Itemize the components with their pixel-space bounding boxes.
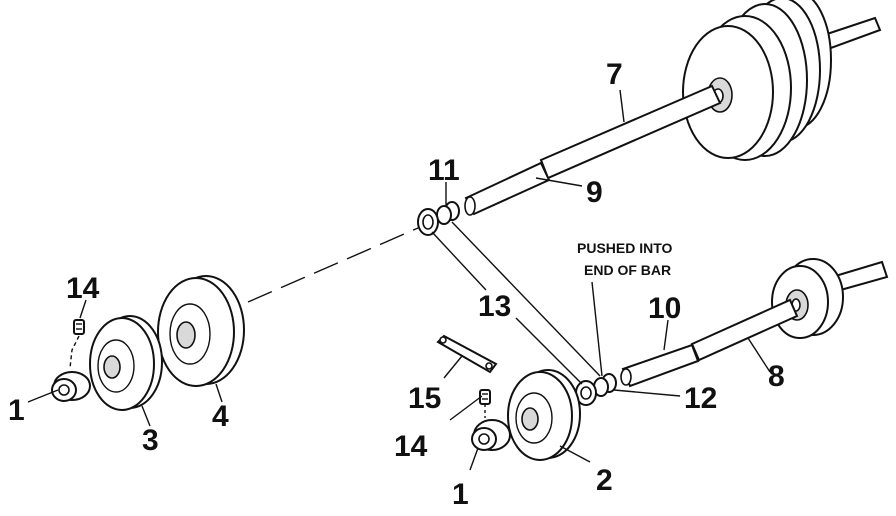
- callout-12: 12: [684, 382, 717, 415]
- callout-1-left: 1: [8, 394, 25, 427]
- leader-13-lower: [515, 317, 583, 385]
- wheel-3-rim: [97, 339, 135, 393]
- callout-14-left: 14: [66, 272, 100, 305]
- upper-fittings: [417, 201, 460, 236]
- washer-13-upper-bore: [422, 214, 434, 230]
- leader-1-left: [27, 389, 59, 403]
- upper-tube-bore: [464, 196, 476, 216]
- wheel-2-hub: [521, 407, 539, 431]
- callout-7: 7: [606, 58, 623, 91]
- leader-15: [443, 355, 463, 379]
- end-cap-1-right-bore: [478, 433, 490, 445]
- right-wheel-set: [436, 334, 581, 461]
- wheel-4: [157, 277, 235, 387]
- callout-11: 11: [428, 154, 460, 187]
- left-wheel-set: [51, 227, 419, 411]
- leader-note-2: [591, 281, 603, 377]
- wheel-3-hub: [103, 355, 121, 379]
- pin-15-eye: [485, 362, 493, 370]
- leader-12: [613, 389, 681, 397]
- screw-dash: [69, 335, 80, 369]
- leader-8: [747, 337, 771, 373]
- wheel-4-hub: [176, 321, 196, 349]
- callout-2: 2: [596, 464, 613, 497]
- leader-1-right: [469, 447, 479, 471]
- upper-bar-assembly: [464, 0, 882, 216]
- wheel-4-rim: [169, 303, 211, 365]
- callout-13: 13: [478, 290, 511, 323]
- callout-8: 8: [768, 360, 785, 393]
- callout-15: 15: [408, 382, 441, 415]
- note-line-1: PUSHED INTO: [577, 240, 673, 256]
- lower-fittings: [575, 373, 617, 406]
- leader-3: [141, 405, 151, 427]
- assembly-line: [247, 227, 419, 303]
- upper-inner-tube-9: [464, 161, 551, 216]
- wheel-3: [89, 317, 155, 411]
- leader-13-upper: [431, 231, 487, 291]
- wheel-2-rim: [515, 392, 553, 444]
- callout-1-right: 1: [452, 478, 469, 511]
- callout-labels: 7 9 11 13 10 8 12 15 14 1 2 14 1 3 4: [8, 58, 785, 511]
- leader-2: [559, 445, 591, 463]
- callout-14-right: 14: [394, 430, 428, 463]
- lower-inner-tube-10: [621, 343, 700, 388]
- leader-10: [663, 319, 669, 351]
- callout-10: 10: [648, 292, 681, 325]
- leader-14-left: [79, 299, 87, 319]
- callout-3: 3: [142, 424, 159, 457]
- leader-4: [215, 383, 223, 403]
- callout-4: 4: [212, 400, 229, 433]
- screw-14-left: [73, 319, 85, 335]
- leader-note: [451, 221, 601, 377]
- note-line-2: END OF BAR: [584, 262, 671, 278]
- leader-lines: [27, 89, 771, 471]
- pin-15-eye: [439, 336, 447, 344]
- callout-9: 9: [586, 176, 603, 209]
- sleeve-11-front: [436, 205, 452, 225]
- leader-9: [535, 177, 583, 187]
- washer-13-lower-bore: [580, 386, 592, 400]
- leader-14-right: [449, 395, 483, 421]
- assembly-note: PUSHED INTO END OF BAR: [577, 240, 673, 278]
- lower-tube-bore: [620, 368, 632, 386]
- end-cap-1-left-bore: [58, 384, 70, 396]
- lower-bar-assembly: [620, 258, 889, 388]
- leader-7: [619, 89, 625, 123]
